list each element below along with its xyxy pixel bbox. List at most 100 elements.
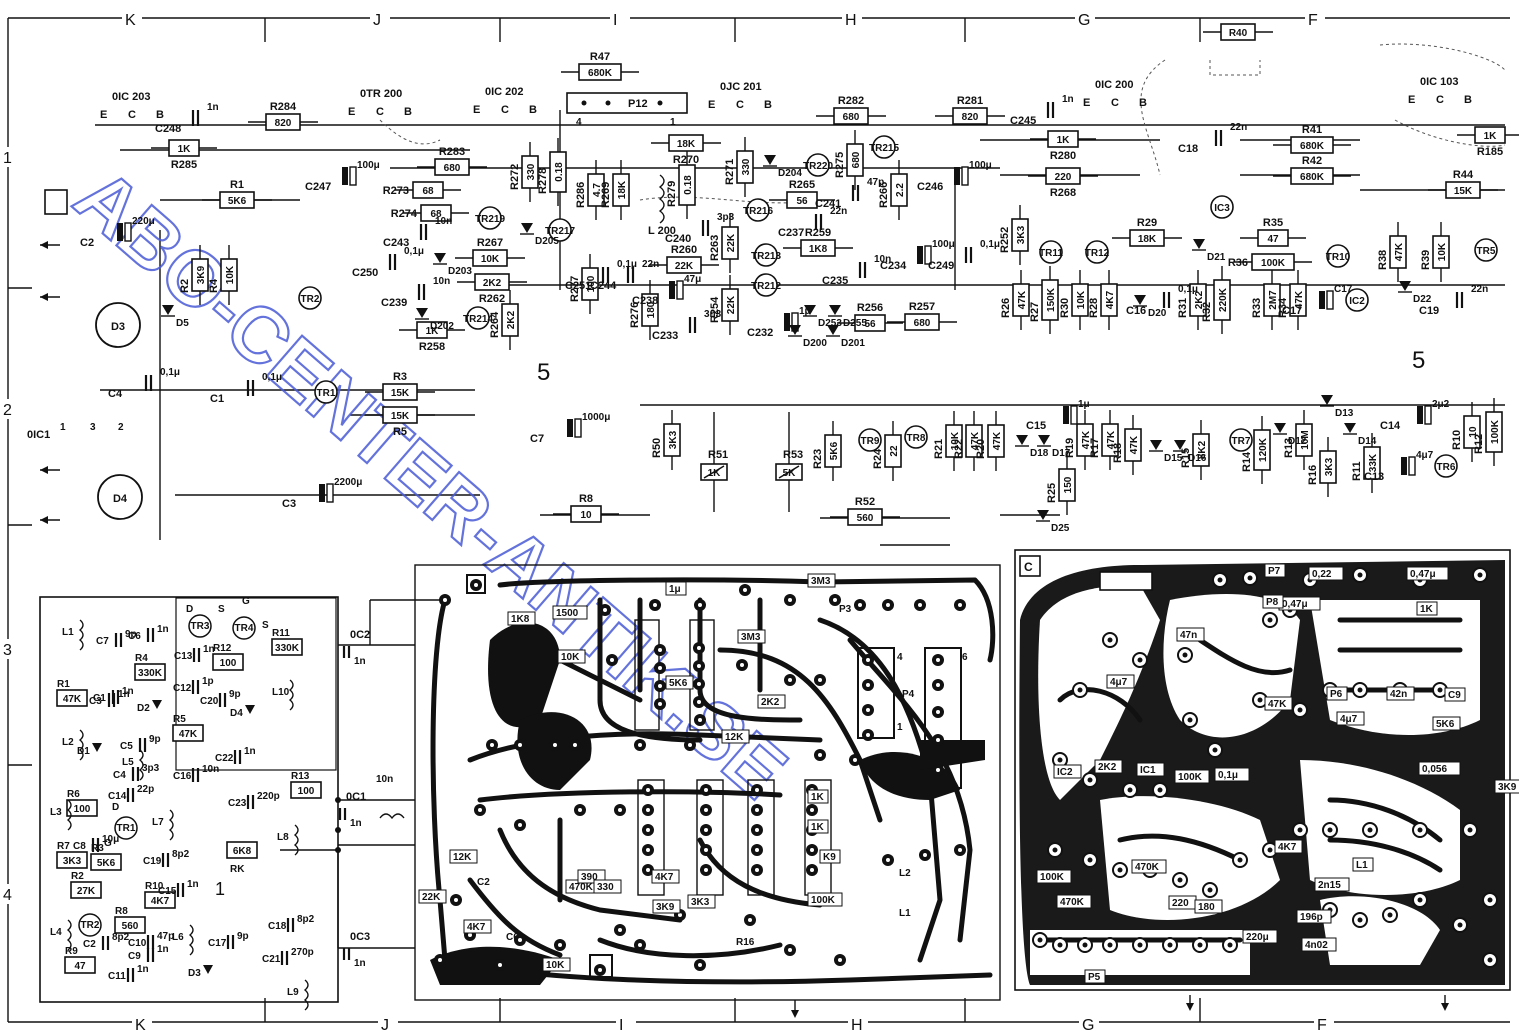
- connector-pin: [605, 100, 611, 106]
- capacitor-electrolytic-plate: [1063, 406, 1069, 424]
- tuner-resistor-r5: [172, 724, 204, 742]
- socket-pin-b: B: [1139, 97, 1147, 109]
- capacitor-c248-name: C248: [155, 123, 181, 135]
- pcb-pad-hole: [646, 808, 650, 812]
- resistor-r15-body: [1192, 433, 1210, 467]
- resistor-r35-name: R35: [1263, 217, 1283, 229]
- pcb-right-pad-hole: [1387, 912, 1393, 918]
- pcb-pad-hole: [478, 808, 482, 812]
- socket-label-0ic-103: 0IC 103: [1420, 76, 1459, 88]
- pcb-right-label-box: [1056, 894, 1092, 909]
- resistor-r259-body: [800, 239, 836, 257]
- socket-pin-e: E: [348, 106, 355, 118]
- pcb-center-r10-label: 1500: [556, 608, 579, 619]
- grid-letter-top-i: I: [613, 12, 617, 29]
- diode-d17-label: D17: [1052, 448, 1071, 459]
- pcb-right-c12-label: 0,22: [1312, 569, 1332, 580]
- pcb-pad-hole: [788, 948, 792, 952]
- socket-pin-c: C: [736, 99, 744, 111]
- grid-letter-bg: [848, 1012, 868, 1032]
- diode-d200-symbol: [789, 325, 801, 335]
- tr5-body: [1474, 238, 1498, 262]
- resistor-r282-name: R282: [838, 95, 864, 107]
- pcb-right-pad-hole: [1077, 687, 1083, 693]
- resistor-r33-name: R33: [1251, 298, 1263, 318]
- pcb-center-r16-label: R16: [736, 937, 755, 948]
- trimmer-wiper: [703, 465, 725, 479]
- resistor-r266-name: R266: [878, 182, 890, 208]
- diode-d17-symbol: [1038, 435, 1050, 445]
- capacitor-c18-value: 22n: [1230, 122, 1247, 133]
- resistor-r16-name: R16: [1307, 465, 1319, 485]
- tuner-capacitor-c18-name: C18: [268, 921, 287, 932]
- resistor-r285-name: R285: [171, 159, 197, 171]
- diode-d15-symbol: [1150, 440, 1162, 450]
- resistor-r14-body: [1253, 429, 1271, 471]
- pcb-pad-hole: [603, 608, 607, 612]
- pcb-pad-hole: [743, 588, 747, 592]
- tuner-coil-l6-label: L6: [172, 932, 184, 943]
- pcb-pad-hole: [810, 848, 814, 852]
- capacitor-electrolytic-plate: [917, 246, 923, 264]
- resistor-r2-body: [191, 258, 209, 292]
- tuner-coil-l1-label: L1: [62, 627, 74, 638]
- tr1-label: TR1: [317, 388, 336, 399]
- resistor-r269-body: [612, 173, 630, 207]
- resistor-r286-name: R286: [575, 182, 587, 208]
- resistor-r278-body: [549, 151, 567, 193]
- capacitor-c249-value: 0,1μ: [980, 239, 1000, 250]
- pcb-pad-hole: [698, 718, 702, 722]
- pcb-pad-hole: [658, 666, 662, 670]
- resistor-r185-body: [1474, 126, 1506, 144]
- pcb-pad-hole: [838, 958, 842, 962]
- pcb-right-label-box: [1352, 857, 1374, 872]
- pcb-right-pad-hole: [1487, 957, 1493, 963]
- pcb-center-l2-label: L2: [899, 868, 911, 879]
- tuner-resistor-r12-value: 100: [220, 658, 237, 669]
- tuner-capacitor-c7-name: C7: [96, 636, 109, 647]
- resistor-r47-name: R47: [590, 51, 610, 63]
- resistor-r29-value: 18K: [1138, 234, 1157, 245]
- inductor-l200-label: L 200: [648, 225, 676, 237]
- pcb-pad-hole: [866, 708, 870, 712]
- pcb-right-label-box: [1274, 839, 1303, 854]
- grid-letter-bg: [370, 8, 390, 28]
- tuner-resistor-r4-value: 330K: [138, 668, 163, 679]
- pcb-pad-hole: [818, 678, 822, 682]
- tuner-resistor-r9-value: 47: [74, 961, 86, 972]
- resistor-r4-body: [220, 258, 238, 292]
- trimmer-r53-value: 5K: [783, 468, 797, 479]
- grid-letter-bottom-f: F: [1317, 1017, 1327, 1034]
- pcb-pad-hole: [578, 808, 582, 812]
- tuner-transistor-tr3: [188, 614, 212, 638]
- resistor-r38-value: 47K: [1394, 242, 1405, 261]
- pcb-center-board: [414, 564, 1001, 1001]
- capacitor-c251-name: C251: [565, 280, 591, 292]
- pcb-pad-hole: [443, 598, 447, 602]
- pcb-pad-hole: [704, 808, 708, 812]
- grid-number-left-2: 2: [3, 402, 12, 419]
- resistor-r14-value: 120K: [1258, 437, 1269, 462]
- capacitor-c244-value: 22n: [642, 259, 659, 270]
- pcb-pad-hole: [618, 808, 622, 812]
- pcb-center-labels: 3M3P31μ15001K810K3M35K62K212KP41K1KK9100…: [418, 573, 968, 972]
- pcb-right-c20-label: 196p: [1300, 912, 1323, 923]
- pcb-center-r4-label: 3K3: [691, 897, 710, 908]
- pcb-pad-hole: [646, 868, 650, 872]
- resistor-r1-body: [219, 191, 255, 209]
- bottom-edge-arrows: [791, 995, 1449, 1018]
- ic3-body: [1210, 195, 1234, 219]
- tuner-capacitor-c16-value: 10n: [202, 764, 219, 775]
- pcb-pad-hole: [658, 648, 662, 652]
- tr2-label: TR2: [301, 294, 320, 305]
- tuner-transistor-tr1: [114, 816, 138, 840]
- pcb-right-c23-label: 0,056: [1422, 764, 1447, 775]
- pcb-right-c22-label: 4n02: [1305, 940, 1328, 951]
- tuner-coil-l3-label: L3: [50, 807, 62, 818]
- grid-letter-bottom-i: I: [619, 1017, 623, 1034]
- tr1-body: [314, 380, 338, 404]
- pcb-center-label-box: [807, 789, 829, 804]
- resistor-r256-value: 56: [864, 319, 876, 330]
- capacitor-c240-value: 3p3: [717, 212, 735, 223]
